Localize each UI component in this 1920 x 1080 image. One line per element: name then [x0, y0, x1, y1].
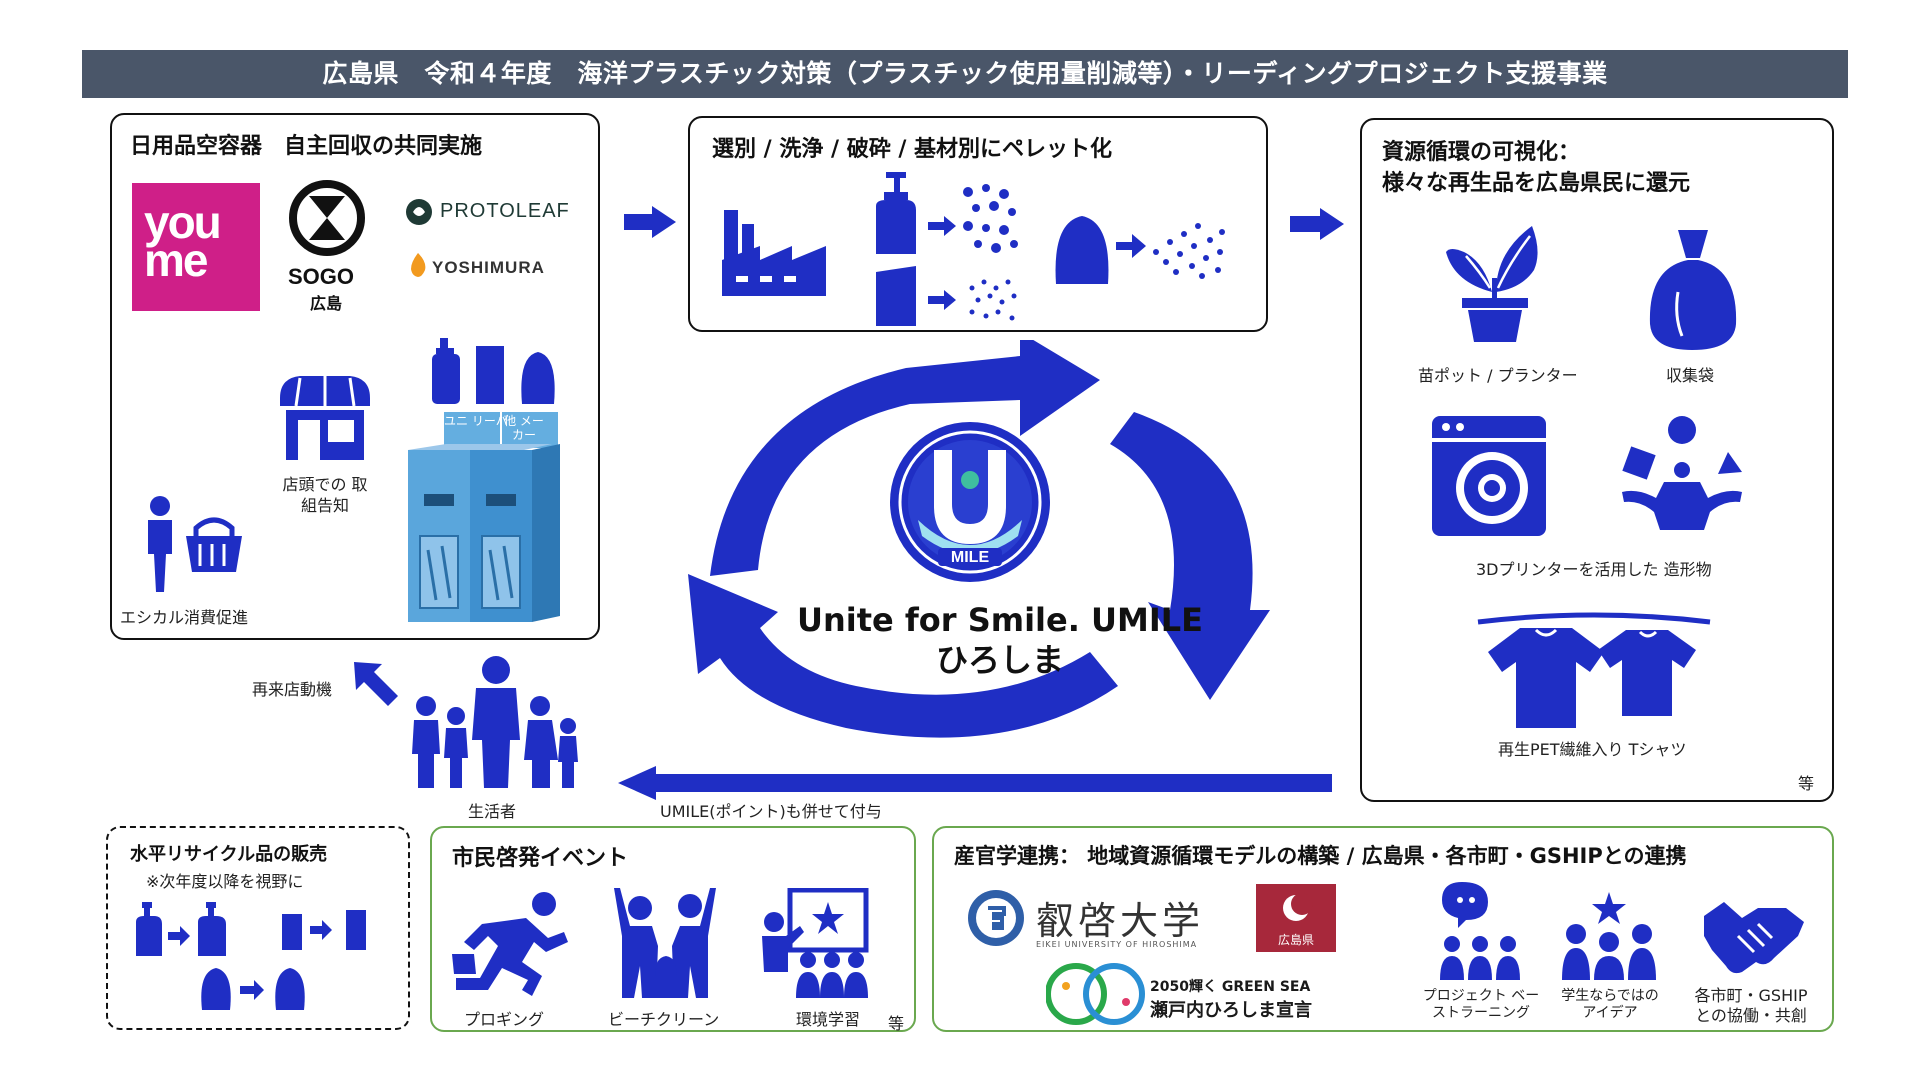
eikei-university-en: EIKEI UNIVERSITY OF HIROSHIMA	[1036, 940, 1198, 949]
student-idea-label: 学生ならではの アイデア	[1561, 988, 1659, 1021]
hiroshima-pref-text: 広島県	[1277, 933, 1314, 947]
event-etc: 等	[888, 1014, 905, 1033]
arrow-left-long-icon	[618, 766, 1332, 800]
washing-machine-icon	[1432, 416, 1546, 536]
3d-printer-label: 3Dプリンターを活用した 造形物	[1476, 560, 1712, 579]
umile-logo-emblem: MILE	[890, 422, 1050, 582]
store-notice-label: 店頭での 取組告知	[282, 475, 368, 515]
page-title: 広島県 令和４年度 海洋プラスチック対策（プラスチック使用量削減等）・リーディン…	[82, 50, 1848, 98]
horizontal-recycle-title: 水平リサイクル品の販売	[130, 844, 328, 865]
sogo-logo-sub: 広島	[310, 294, 343, 313]
industry-academia-panel	[932, 826, 1834, 1032]
factory-icon	[722, 210, 826, 296]
visual-title-line2: 様々な再生品を広島県民に還元	[1382, 171, 1691, 196]
arrow-right-icon	[624, 206, 676, 238]
protoleaf-leaf-icon	[406, 199, 432, 225]
tshirts-line-icon	[1477, 612, 1711, 728]
shopper-basket-icon	[148, 496, 242, 592]
beach-clean-icon	[614, 888, 716, 998]
eikei-university-logo-icon	[968, 890, 1024, 946]
store-icon	[280, 376, 370, 460]
tshirt-label: 再生PET繊維入り Tシャツ	[1498, 740, 1687, 759]
process-title: 選別 / 洗浄 / 破砕 / 基材別にペレット化	[712, 137, 1113, 162]
garbage-bag-icon	[1649, 230, 1737, 350]
visual-title-line1: 資源循環の可視化：	[1382, 140, 1581, 165]
umile-tagline: Unite for Smile. UMILE ひろしま	[780, 600, 1220, 680]
plogging-runner-icon	[452, 892, 568, 996]
hiroshima-pref-logo: 広島県	[1256, 884, 1336, 952]
environmental-study-icon	[762, 888, 869, 998]
handshake-icon	[1704, 902, 1804, 974]
pref-crest-icon	[1283, 893, 1313, 921]
umile-points-label: UMILE(ポイント)も併せて付与	[660, 802, 882, 821]
protoleaf-logo: PROTOLEAF	[440, 200, 570, 222]
greensea-line2: 瀬戸内ひろしま宣言	[1150, 1000, 1312, 1021]
pellet-bag-icon	[1055, 216, 1225, 284]
yoshimura-flame-icon	[411, 253, 426, 277]
event-env-study-label: 環境学習	[796, 1010, 861, 1029]
events-title: 市民啓発イベント	[452, 846, 629, 871]
umile-tagline-line1: Unite for Smile. UMILE	[796, 601, 1203, 639]
bin-label-other-makers: 他 メーカー	[504, 414, 544, 442]
recycling-cycle-arrows	[688, 340, 1270, 738]
planter-label: 苗ポット / プランター	[1418, 366, 1578, 385]
visual-etc: 等	[1798, 774, 1815, 793]
revisit-motive-label: 再来店動機	[252, 680, 333, 699]
yoshimura-logo: YOSHIMURA	[432, 258, 545, 277]
ethical-consumption-label: エシカル消費促進	[120, 608, 249, 627]
collection-title: 日用品空容器 自主回収の共同実施	[130, 134, 483, 159]
bin-label-unilever: ユニ リーバ	[444, 414, 508, 428]
consumers-family-icon	[412, 656, 578, 788]
horizontal-recycle-note: ※次年度以降を視野に	[146, 872, 304, 891]
student-idea-icon	[1562, 892, 1656, 980]
project-based-learning-icon	[1440, 882, 1520, 980]
consumer-label: 生活者	[468, 802, 517, 821]
seedling-pot-icon	[1446, 226, 1538, 342]
horizontal-recycle-icons	[136, 902, 366, 1010]
sogo-logo-icon	[289, 180, 365, 256]
sogo-logo-text: SOGO	[288, 264, 355, 289]
industry-title: 産官学連携： 地域資源循環モデルの構築 / 広島県・各市町・GSHIPとの連携	[954, 844, 1687, 868]
umile-tagline-line2: ひろしま	[935, 641, 1064, 679]
arrow-right-icon	[1290, 208, 1344, 240]
greensea-line1: 2050輝く GREEN SEA	[1150, 979, 1311, 995]
event-beach-clean-label: ビーチクリーン	[608, 1010, 720, 1029]
event-plogging-label: プロギング	[464, 1010, 545, 1029]
pbl-label: プロジェクト ベーストラーニング	[1422, 988, 1540, 1021]
collection-bag-label: 収集袋	[1666, 366, 1715, 385]
3d-print-person-icon	[1622, 416, 1742, 530]
arrow-up-left-icon	[354, 662, 398, 706]
shred-bottle-icon	[876, 172, 1018, 326]
greensea-logo-icon	[1046, 963, 1145, 1025]
municipalities-label: 各市町・GSHIP との協働・共創	[1694, 986, 1808, 1025]
umile-logo-text: MILE	[951, 549, 990, 566]
containers-icon	[432, 338, 555, 404]
eikei-university-name: 叡啓大学	[1036, 899, 1205, 943]
collection-bins-icon	[408, 412, 560, 622]
